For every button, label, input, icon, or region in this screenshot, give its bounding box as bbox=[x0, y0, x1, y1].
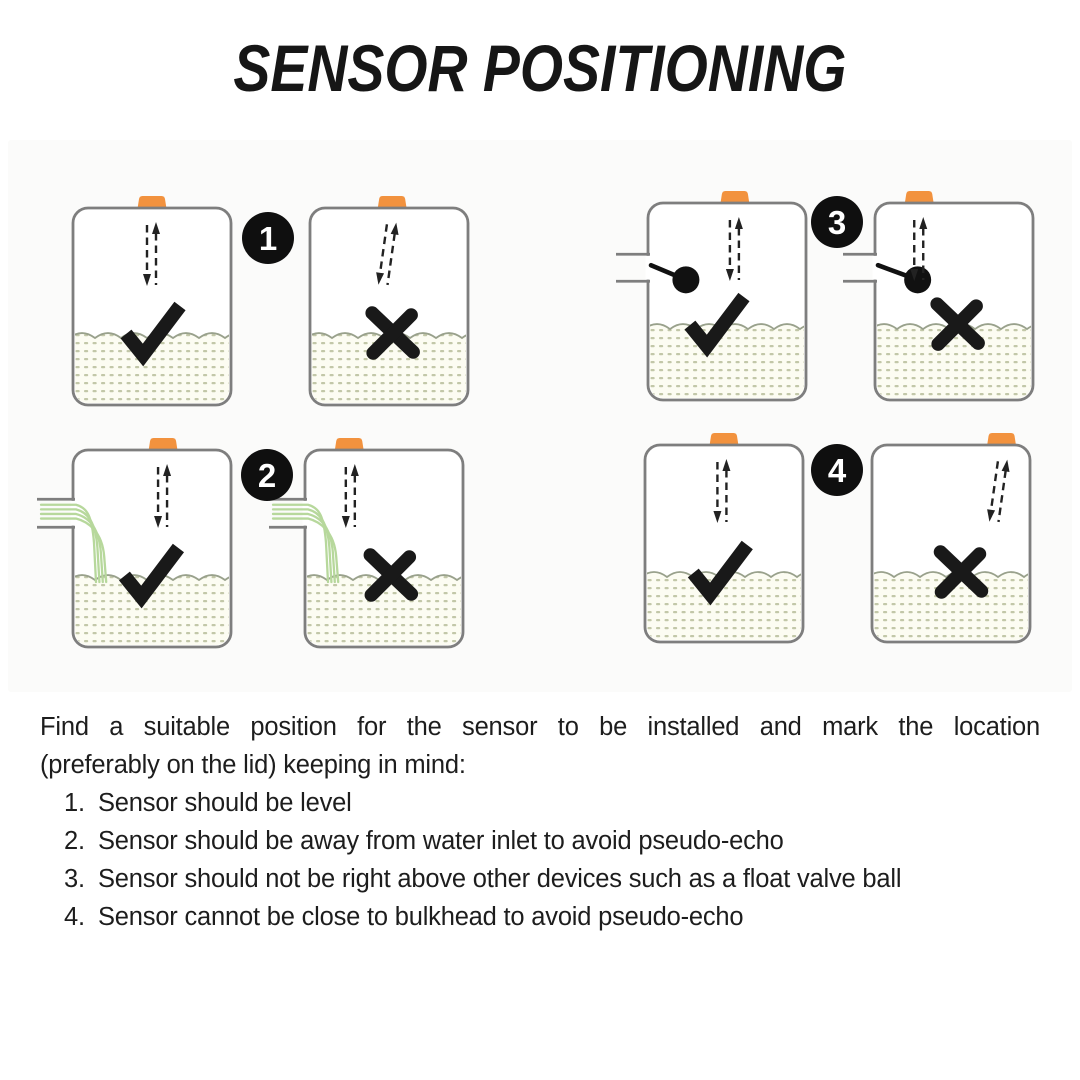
tank-bad-scenario-2 bbox=[265, 437, 475, 652]
cross-mark-icon bbox=[363, 548, 419, 602]
water-icon bbox=[307, 574, 461, 645]
sensor-beam-icon bbox=[341, 464, 359, 528]
check-mark-icon bbox=[684, 292, 750, 358]
sensor-beam-icon bbox=[143, 222, 160, 286]
tank-illustration bbox=[37, 438, 233, 649]
tank-bad-scenario-3 bbox=[835, 190, 1045, 405]
sensor-beam-icon bbox=[713, 459, 731, 523]
inlet-pipe-icon bbox=[37, 497, 75, 529]
tank-bad-scenario-4 bbox=[832, 432, 1042, 647]
page-title: SENSOR POSITIONING bbox=[233, 31, 847, 105]
water-flow-icon bbox=[271, 503, 340, 584]
tank-illustration bbox=[843, 191, 1035, 402]
cross-mark-icon bbox=[365, 306, 420, 360]
water-icon bbox=[75, 574, 229, 645]
inlet-pipe-icon bbox=[616, 252, 650, 283]
list-item: 4. Sensor cannot be close to bulkhead to… bbox=[64, 903, 744, 931]
tank-illustration bbox=[308, 196, 470, 407]
check-mark-icon bbox=[120, 301, 186, 367]
scenario-1-badge: 1 bbox=[242, 212, 294, 264]
water-flow-icon bbox=[39, 503, 108, 584]
tank-ok-scenario-3 bbox=[608, 190, 818, 405]
sensor-beam-icon bbox=[725, 217, 743, 281]
tank-illustration bbox=[616, 191, 808, 402]
list-item: 2. Sensor should be away from water inle… bbox=[64, 827, 784, 855]
sensor-beam-icon bbox=[910, 217, 928, 281]
positioning-rules-list: 1. Sensor should be level 2. Sensor shou… bbox=[40, 784, 1040, 936]
float-ball-icon bbox=[672, 266, 700, 294]
water-icon bbox=[647, 571, 801, 640]
tank-ok-scenario-1 bbox=[33, 195, 243, 410]
check-mark-icon bbox=[118, 543, 185, 609]
cross-mark-icon bbox=[930, 297, 985, 351]
tank-illustration bbox=[643, 433, 805, 644]
inlet-pipe-icon bbox=[843, 252, 877, 283]
intro-text-line1: Find a suitable position for the sensor … bbox=[40, 713, 1040, 741]
water-icon bbox=[312, 332, 466, 403]
water-icon bbox=[874, 571, 1028, 640]
list-item: 3. Sensor should not be right above othe… bbox=[64, 865, 902, 893]
scenario-2-badge: 2 bbox=[241, 449, 293, 501]
sensor-beam-icon bbox=[154, 464, 172, 528]
tank-ok-scenario-4 bbox=[605, 432, 815, 647]
tank-ok-scenario-2 bbox=[33, 437, 243, 652]
water-icon bbox=[650, 323, 804, 398]
tank-illustration bbox=[269, 438, 465, 649]
instructions-block: Find a suitable position for the sensor … bbox=[40, 708, 1040, 936]
tank-bad-scenario-1 bbox=[270, 195, 480, 410]
water-icon bbox=[877, 323, 1031, 398]
check-mark-icon bbox=[687, 540, 753, 606]
tank-illustration bbox=[870, 433, 1032, 644]
scenario-3-badge: 3 bbox=[811, 196, 863, 248]
tank-illustration bbox=[71, 196, 233, 407]
water-icon bbox=[75, 332, 229, 403]
sensor-beam-icon bbox=[987, 459, 1010, 523]
scenario-4-badge: 4 bbox=[811, 444, 863, 496]
list-item: 1. Sensor should be level bbox=[64, 789, 352, 817]
cross-mark-icon bbox=[933, 545, 989, 599]
intro-text-line2: (preferably on the lid) keeping in mind: bbox=[40, 751, 466, 779]
diagram-panel: 1 2 3 4 bbox=[8, 140, 1072, 692]
float-ball-icon bbox=[904, 266, 932, 294]
